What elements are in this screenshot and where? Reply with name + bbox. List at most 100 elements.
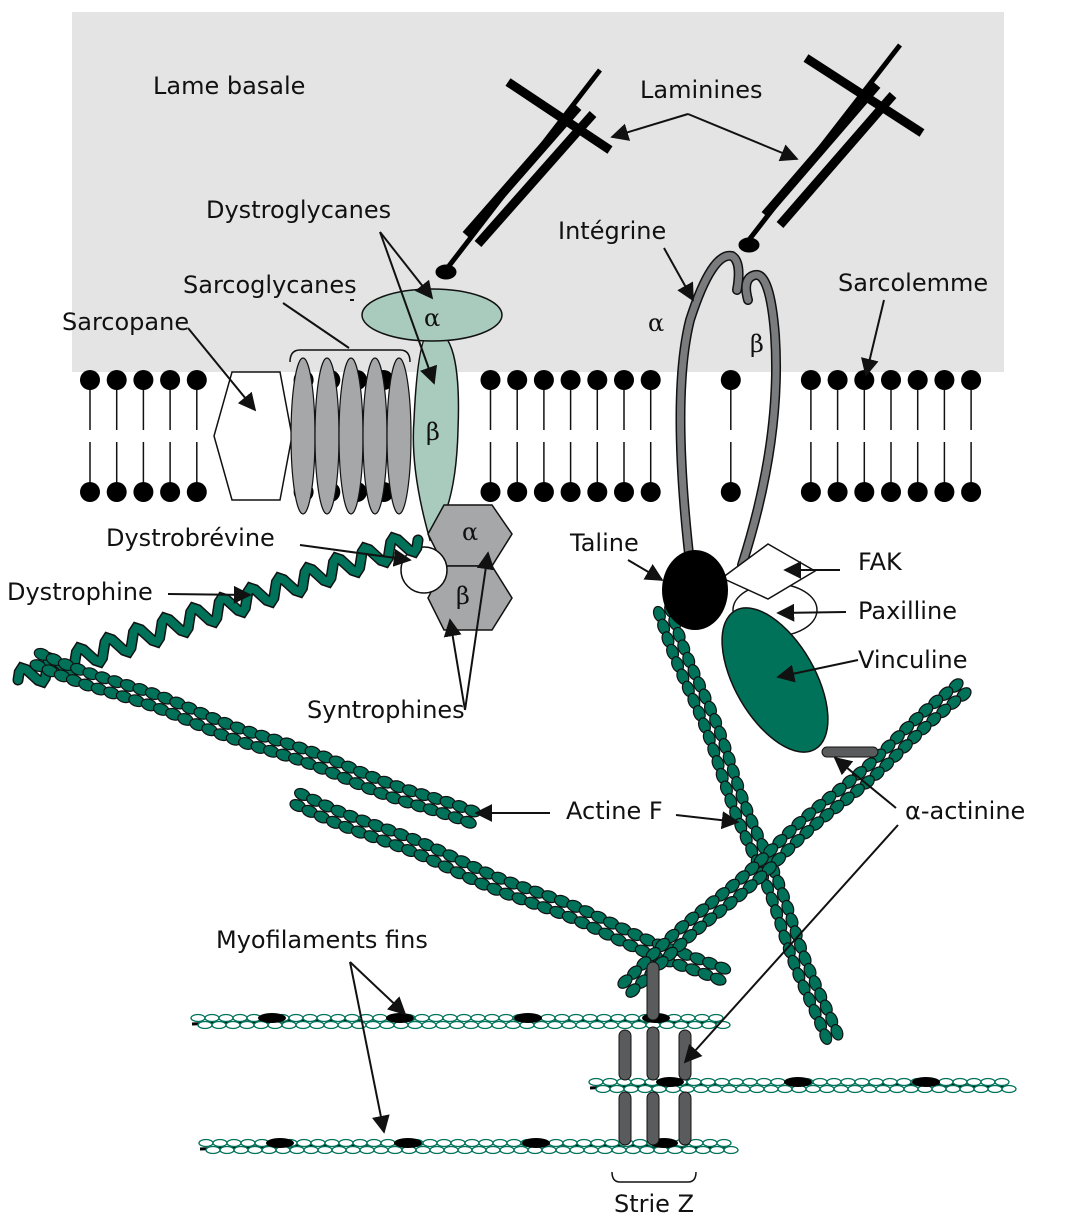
greek-integrin-beta: β [750, 330, 764, 358]
lipid-head [800, 370, 821, 390]
myofilament-bead [226, 1138, 242, 1148]
greek-integrin-alpha: α [648, 309, 664, 337]
laminin-2 [738, 43, 925, 253]
myofilament-bead [931, 1084, 947, 1094]
myofilament-bead [609, 1084, 625, 1094]
myofilament-bead [505, 1020, 521, 1030]
myofilament-bead [589, 1020, 605, 1030]
actin-monomer [460, 815, 477, 829]
myofilament-bead [604, 1138, 620, 1148]
lipid-head [133, 370, 154, 390]
label-myofilaments-fins: Myofilaments fins [216, 926, 428, 954]
myofilament-bead [588, 1077, 604, 1087]
myofilament-bead [847, 1084, 863, 1094]
greek-syn-beta: β [456, 582, 470, 610]
myofilament-bead [309, 1020, 325, 1030]
myofilament-bead [240, 1138, 256, 1148]
myofilament-bead [721, 1084, 737, 1094]
myofilament-bead [387, 1145, 403, 1155]
myofilament-bead [484, 1013, 500, 1023]
lipid-head [507, 482, 528, 502]
lipid-head [934, 482, 955, 502]
myofilament-bead [429, 1145, 445, 1155]
myofilament-bead [756, 1077, 772, 1087]
strie-z-bracket [611, 1171, 697, 1183]
label-laminines: Laminines [640, 76, 762, 104]
myofilament-bead [365, 1020, 381, 1030]
myofilament-bead [338, 1138, 354, 1148]
lipid-head [854, 482, 875, 502]
myofilament-bead [331, 1145, 347, 1155]
myofilament-bead [555, 1145, 571, 1155]
lipid-head [133, 482, 154, 502]
myofilament-bead [450, 1138, 466, 1148]
myofilament-bead [631, 1020, 647, 1030]
vinculin-shape [721, 607, 829, 753]
myofilament-bead [723, 1145, 739, 1155]
myofilament-bead [708, 1013, 724, 1023]
myofilament-bead [562, 1138, 578, 1148]
myofilament-bead [506, 1138, 522, 1148]
alpha-actinin-rod [618, 1029, 632, 1081]
label-alpha-actinine: α-actinine [905, 797, 1025, 825]
myofilament-bead [770, 1077, 786, 1087]
myofilament-bead [603, 1020, 619, 1030]
lipid-head [587, 370, 608, 390]
lipid-head [160, 370, 181, 390]
myofilament-bead [541, 1145, 557, 1155]
lipid-head [720, 482, 741, 502]
lipid-head [533, 482, 554, 502]
myofilament-bead [617, 1020, 633, 1030]
myofilament-bead [471, 1145, 487, 1155]
myofilament-bead [959, 1084, 975, 1094]
sarcopane-shape [213, 371, 293, 501]
myofilament-bead [896, 1077, 912, 1087]
myofilament-bead [749, 1084, 765, 1094]
dystrophin-coil [12, 531, 424, 689]
myofilament-bead [359, 1145, 375, 1155]
myofilament-bead [875, 1084, 891, 1094]
myofilament-bead-dark [912, 1077, 940, 1087]
myofilament-bead [610, 1013, 626, 1023]
myofilament-bead [826, 1077, 842, 1087]
laminin-1 [435, 68, 613, 280]
dystrophin-strand [14, 533, 422, 687]
myofilament-bead [576, 1138, 592, 1148]
myofilament-bead [548, 1138, 564, 1148]
myofilament-bead [903, 1084, 919, 1094]
myofilament-bead [190, 1013, 206, 1023]
myofilament-bead [456, 1013, 472, 1023]
myofilament-bead [716, 1138, 732, 1148]
lipid-head [186, 370, 207, 390]
label-vinculine: Vinculine [858, 646, 968, 674]
myofilament-bead [421, 1020, 437, 1030]
label-fak: FAK [858, 548, 903, 576]
talin-shape [662, 550, 728, 630]
myofilament-bead [344, 1013, 360, 1023]
myofilament-bead [415, 1145, 431, 1155]
myofilament-bead [491, 1020, 507, 1030]
myofilament-bead [204, 1013, 220, 1023]
myofilament-bead [310, 1138, 326, 1148]
myofilament-bead [637, 1084, 653, 1094]
myofilament-bead [540, 1013, 556, 1023]
myofilament-bead [296, 1138, 312, 1148]
myofilament-bead [889, 1084, 905, 1094]
dystrobrevin-shape [400, 546, 448, 594]
actin-monomer [709, 972, 727, 986]
lipid-head [640, 370, 661, 390]
myofilament-bead [499, 1145, 515, 1155]
z-disc-alpha-actinin-rods [618, 961, 692, 1146]
myofilament-bead-dark [258, 1013, 286, 1023]
myofilament-bead [261, 1145, 277, 1155]
myofilament-bead [547, 1020, 563, 1030]
myofilament-bead-dark [386, 1013, 414, 1023]
myofilament-bead [707, 1084, 723, 1094]
label-sarcolemme: Sarcolemme [838, 269, 988, 297]
myofilament-bead [197, 1020, 213, 1030]
leader-lines [167, 113, 899, 1134]
myofilament-bead [966, 1077, 982, 1087]
lipid-head [587, 482, 608, 502]
actin-monomer [830, 1023, 844, 1041]
myofilament-bead [435, 1020, 451, 1030]
